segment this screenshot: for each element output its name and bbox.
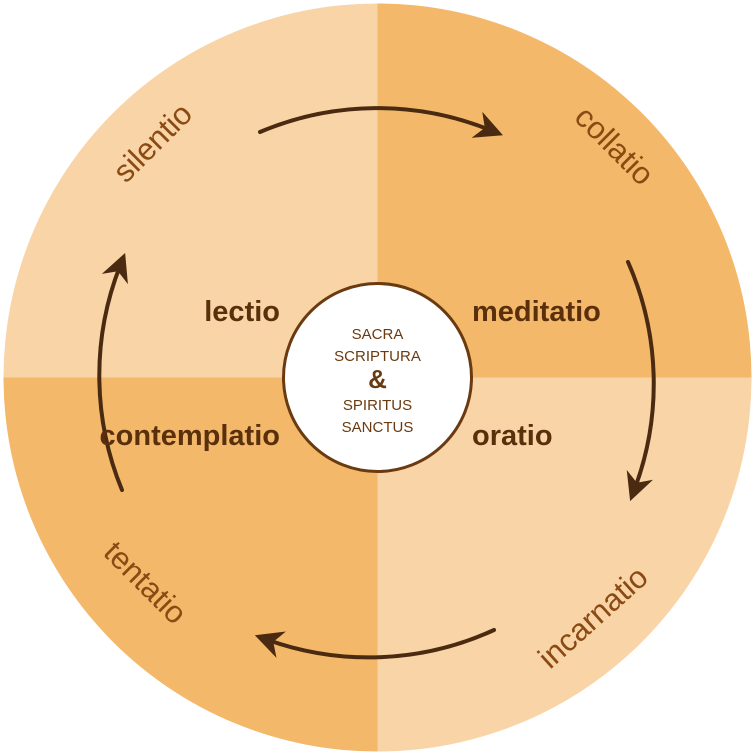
center-line-4: SANCTUS xyxy=(342,419,414,436)
label-contemplatio: contemplatio xyxy=(100,420,280,452)
center-circle xyxy=(282,282,473,473)
center-line-2: SCRIPTURA xyxy=(334,348,421,365)
label-oratio: oratio xyxy=(472,420,553,452)
center-line-1: SACRA xyxy=(352,326,404,343)
label-meditatio: meditatio xyxy=(472,296,601,328)
arrow-bottom xyxy=(254,628,496,660)
center-ampersand: & xyxy=(368,364,387,394)
arrow-top xyxy=(258,106,503,138)
center-line-3: SPIRITUS xyxy=(343,397,412,414)
arrow-right xyxy=(626,260,656,502)
arrow-left xyxy=(97,252,128,492)
label-lectio: lectio xyxy=(204,296,280,328)
